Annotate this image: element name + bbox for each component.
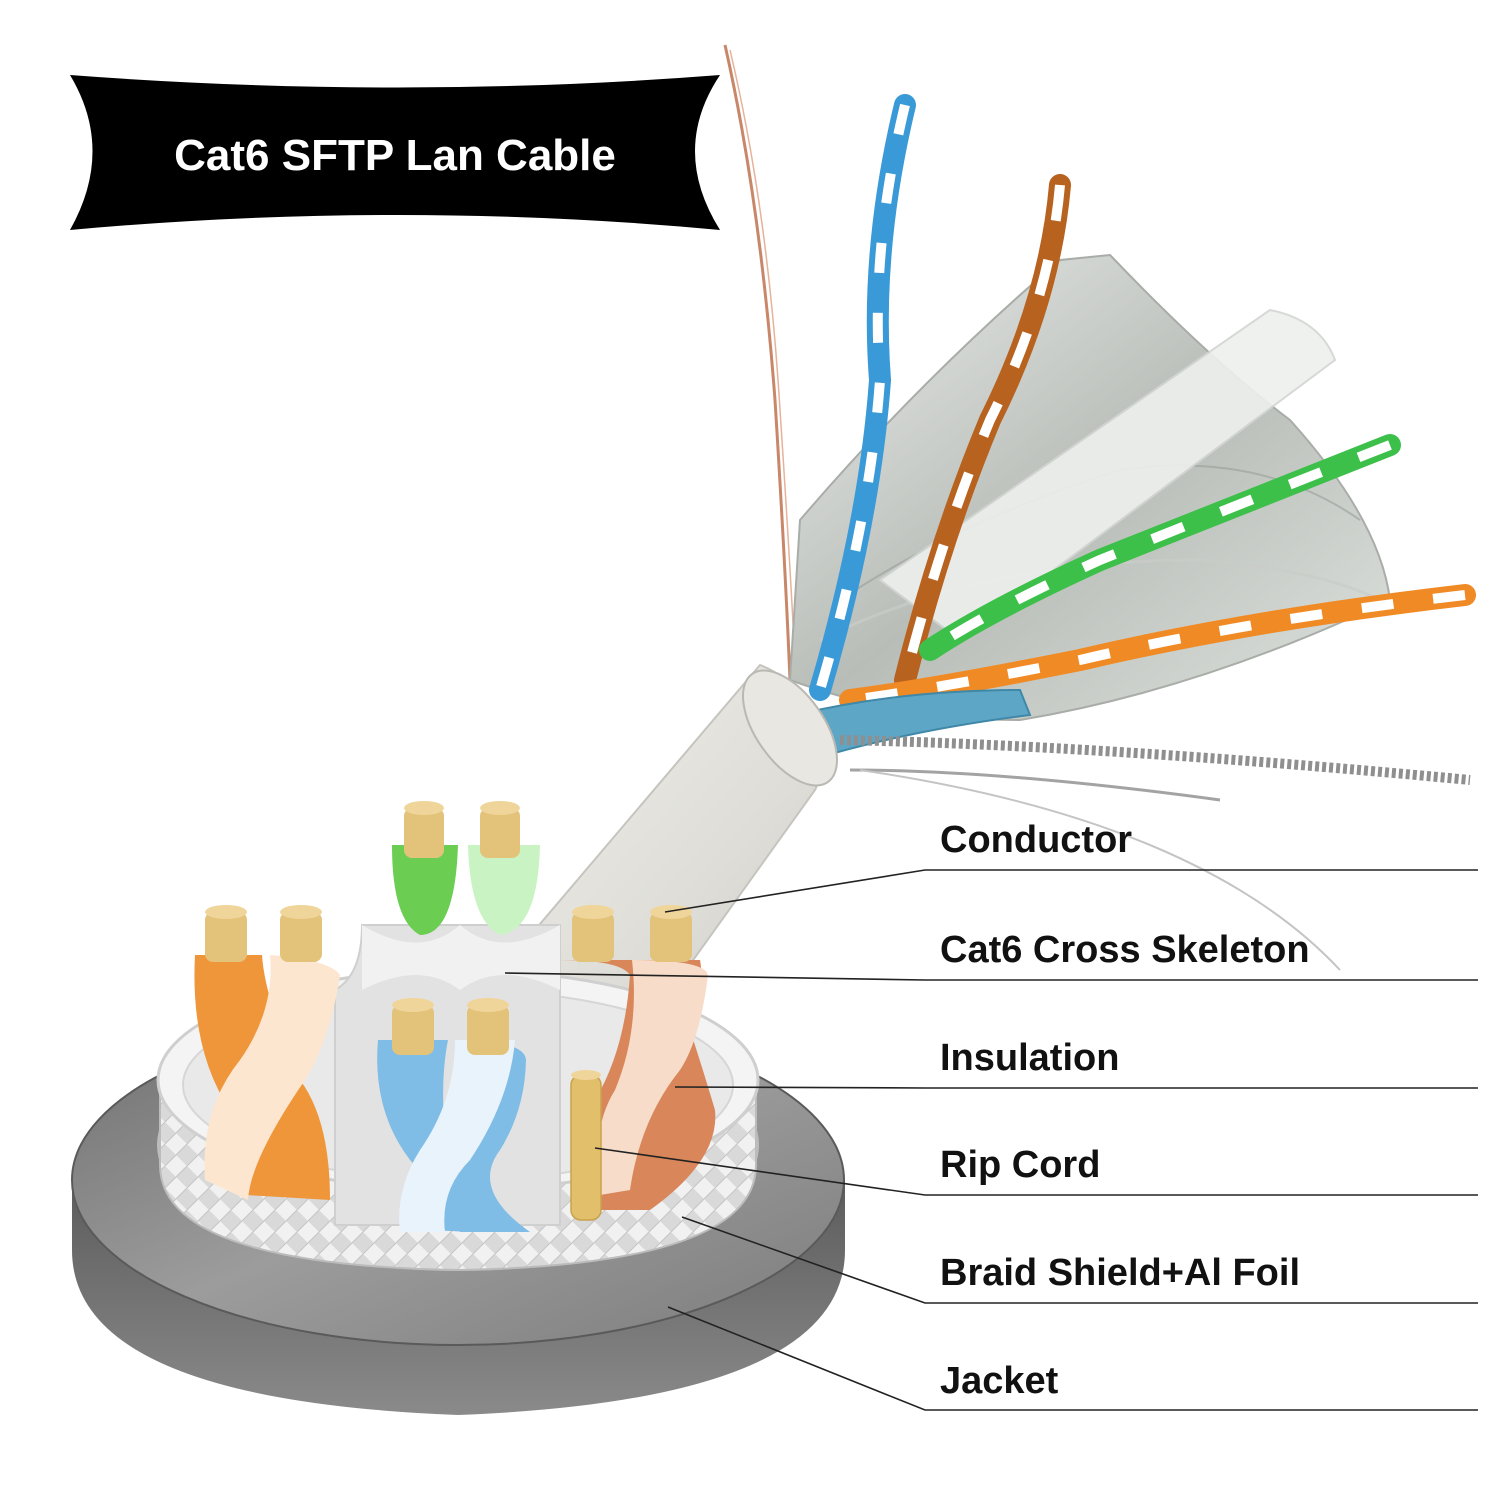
callout-label-shield: Braid Shield+Al Foil (940, 1252, 1300, 1294)
callout-insulation: Insulation (674, 1037, 1478, 1089)
copper-drain-wire (723, 44, 792, 681)
cable-illustration (448, 44, 1476, 1092)
diagram-title: Cat6 SFTP Lan Cable (174, 131, 616, 180)
callout-ripcord: Rip Cord (594, 1144, 1478, 1196)
callout-label-ripcord: Rip Cord (940, 1144, 1100, 1186)
callout-label-skeleton: Cat6 Cross Skeleton (940, 929, 1310, 971)
title-banner: Cat6 SFTP Lan Cable (70, 75, 720, 230)
banner-shape (70, 75, 720, 230)
callout-label-jacket: Jacket (940, 1360, 1059, 1402)
cross-section (71, 801, 845, 1415)
callout-jacket: Jacket (667, 1306, 1478, 1411)
callout-shield: Braid Shield+Al Foil (681, 1216, 1478, 1304)
callout-label-conductor: Conductor (940, 819, 1132, 861)
callouts: Conductor Cat6 Cross Skeleton Insulation… (504, 819, 1478, 1411)
callout-conductor: Conductor (664, 819, 1478, 913)
braid-wires (839, 735, 1471, 785)
callout-skeleton: Cat6 Cross Skeleton (504, 929, 1478, 981)
callout-label-insulation: Insulation (940, 1037, 1119, 1079)
